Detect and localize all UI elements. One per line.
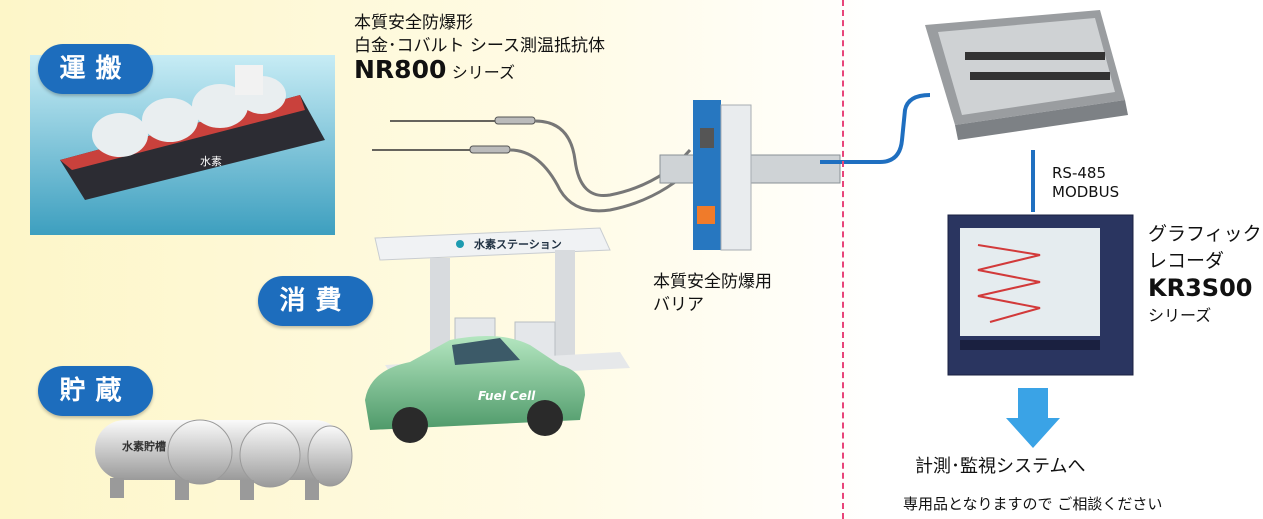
recorder-series: シリーズ: [1148, 306, 1212, 325]
signal-cable: [820, 93, 931, 164]
car-illustration: Fuel Cell: [365, 336, 585, 443]
recorder-line1: グラフィック: [1148, 223, 1262, 245]
output-arrow: [1006, 388, 1060, 448]
recorder-label: グラフィック レコーダ KR3S00 シリーズ: [1148, 221, 1262, 329]
recorder-line2: レコーダ: [1148, 250, 1225, 272]
comm-line2: MODBUS: [1052, 183, 1120, 201]
barrier-device: [659, 100, 841, 251]
category-storage: 貯蔵: [38, 366, 153, 416]
sensor-model: NR800: [354, 55, 447, 84]
car-text: Fuel Cell: [478, 389, 536, 403]
category-transport: 運搬: [38, 44, 153, 94]
station-sign-text: 水素ステーション: [474, 237, 562, 251]
terminal-box: [925, 10, 1128, 140]
ship-illustration: 水素: [30, 55, 335, 235]
sensor-line1: 本質安全防爆形: [354, 13, 473, 33]
tank-text: 水素貯槽: [122, 439, 166, 453]
comm-line1: RS-485: [1052, 164, 1106, 182]
comm-label: RS-485 MODBUS: [1052, 164, 1119, 202]
sensor-label: 本質安全防爆形 白金･コバルト シース測温抵抗体 NR800 シリーズ: [354, 12, 605, 85]
recorder-device: [947, 214, 1134, 376]
ship-hull-text: 水素: [200, 155, 222, 168]
section-divider: [842, 0, 844, 519]
sensor-series: シリーズ: [451, 63, 515, 82]
tank-illustration: 水素貯槽: [95, 419, 353, 500]
barrier-label: 本質安全防爆用 バリア: [653, 271, 772, 317]
sensor-line2: 白金･コバルト シース測温抵抗体: [354, 36, 606, 56]
category-consumption: 消費: [258, 276, 373, 326]
output-label: 計測･監視システムへ: [915, 456, 1086, 477]
sensor-probes: [372, 116, 697, 213]
barrier-line2: バリア: [653, 295, 704, 315]
recorder-model: KR3S00: [1148, 274, 1253, 302]
output-note: 専用品となりますので ご相談ください: [903, 495, 1163, 513]
barrier-line1: 本質安全防爆用: [653, 272, 772, 292]
